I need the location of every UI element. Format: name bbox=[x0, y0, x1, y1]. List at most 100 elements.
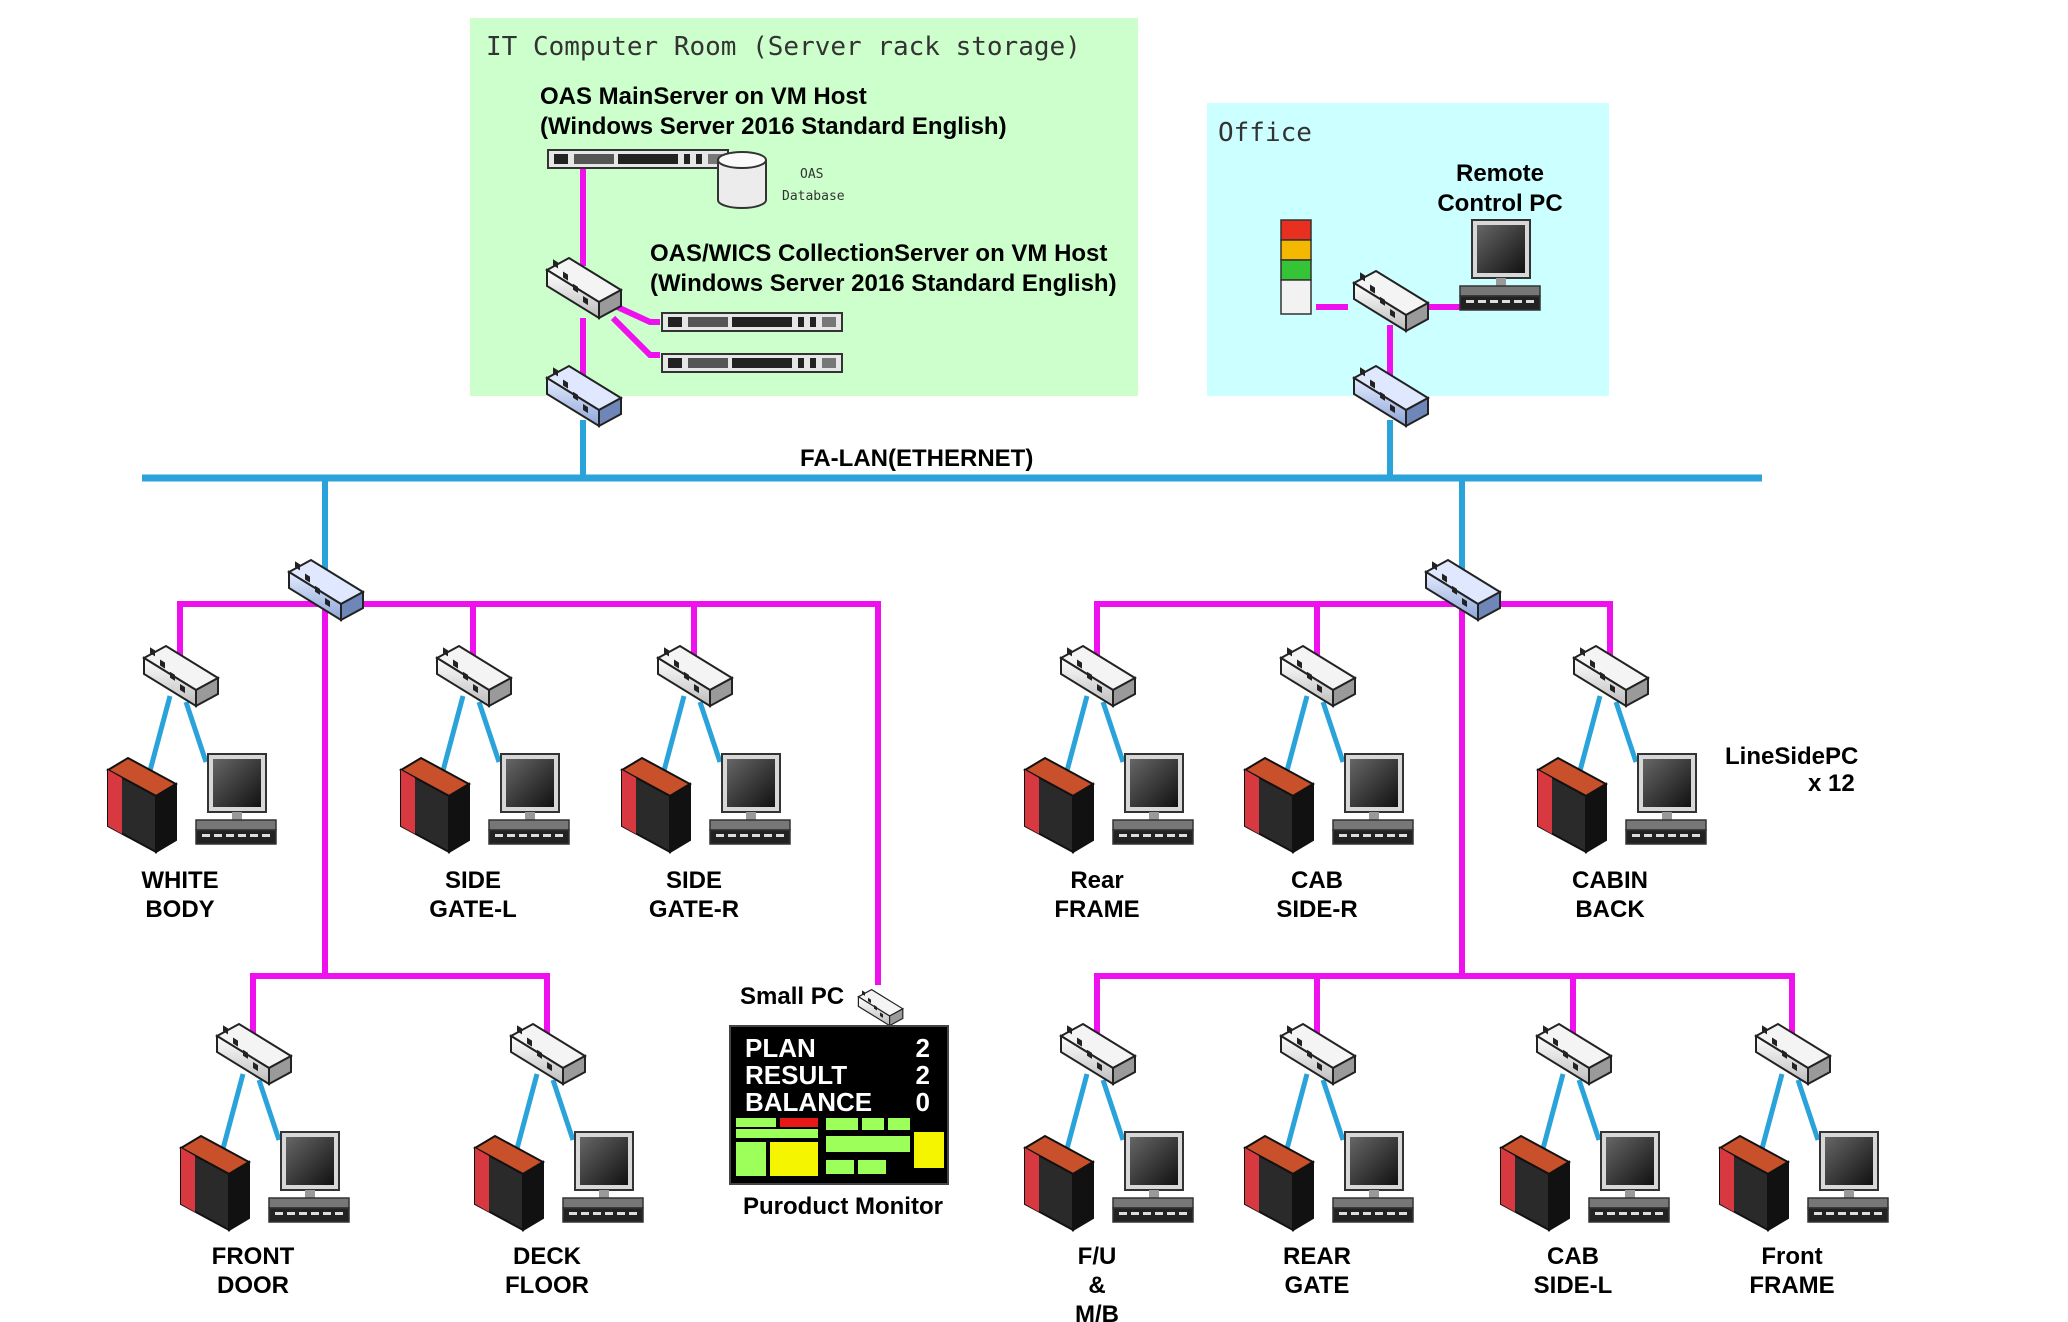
station-label: FRAME bbox=[1054, 896, 1139, 923]
tower-link bbox=[511, 1073, 540, 1161]
station-label: DECK bbox=[513, 1243, 582, 1270]
station-label: Rear bbox=[1070, 867, 1123, 894]
station-label: F/U bbox=[1078, 1243, 1117, 1270]
station-label: FLOOR bbox=[505, 1272, 589, 1299]
right-group-links bbox=[1094, 601, 1795, 1040]
signal-tower-icon bbox=[1280, 219, 1312, 315]
monitor-link bbox=[1576, 1079, 1602, 1141]
tower-link bbox=[1537, 1073, 1566, 1161]
station-label: SIDE bbox=[445, 867, 501, 894]
station-switch bbox=[1280, 1023, 1356, 1085]
station-switch bbox=[1536, 1023, 1612, 1085]
remote-control-pc-icon bbox=[1459, 219, 1541, 311]
tower-link bbox=[658, 695, 687, 783]
station-switch bbox=[216, 1023, 292, 1085]
linesidepc-tower-icon bbox=[1024, 1135, 1094, 1231]
tower-link bbox=[1281, 695, 1310, 783]
plan-value: 2 bbox=[916, 1033, 930, 1063]
result-value: 2 bbox=[916, 1060, 930, 1090]
linesidepc-tower-icon bbox=[400, 757, 470, 853]
station-label: REAR bbox=[1283, 1243, 1351, 1270]
monitor-link bbox=[1613, 701, 1639, 763]
fa-lan-label: FA-LAN(ETHERNET) bbox=[800, 445, 1033, 472]
linesidepc-monitor-icon bbox=[1112, 753, 1194, 845]
linesidepc-label-2: x 12 bbox=[1808, 770, 1855, 797]
main-server-title: OAS MainServer on VM Host bbox=[540, 83, 867, 110]
tower-link bbox=[1756, 1073, 1785, 1161]
main-server-rack bbox=[547, 149, 729, 169]
it-room-title: IT Computer Room (Server rack storage) bbox=[486, 32, 1081, 62]
station-switch bbox=[657, 645, 733, 707]
left-distribution-switch bbox=[288, 559, 364, 621]
station-switch bbox=[436, 645, 512, 707]
collection-server-rack-2 bbox=[661, 353, 843, 373]
linesidepc-monitor-icon bbox=[709, 753, 791, 845]
tower-link bbox=[1281, 1073, 1310, 1161]
monitor-link bbox=[1100, 701, 1126, 763]
product-monitor-caption: Puroduct Monitor bbox=[743, 1193, 943, 1220]
linesidepc-tower-icon bbox=[1244, 1135, 1314, 1231]
station-label: GATE bbox=[1285, 1272, 1350, 1299]
linesidepc-monitor-icon bbox=[488, 753, 570, 845]
collection-server-title: OAS/WICS CollectionServer on VM Host bbox=[650, 240, 1107, 267]
left-group-links bbox=[177, 601, 881, 1040]
linesidepc-tower-icon bbox=[474, 1135, 544, 1231]
station-label: CAB bbox=[1291, 867, 1343, 894]
station-label: Front bbox=[1761, 1243, 1822, 1270]
linesidepc-monitor-icon bbox=[1112, 1131, 1194, 1223]
monitor-link bbox=[476, 701, 502, 763]
linesidepc-monitor-icon bbox=[1625, 753, 1707, 845]
office-title: Office bbox=[1218, 118, 1312, 148]
linesidepc-tower-icon bbox=[621, 757, 691, 853]
linesidepc-monitor-icon bbox=[562, 1131, 644, 1223]
it-room-zone bbox=[470, 18, 1138, 396]
monitor-link bbox=[1795, 1079, 1821, 1141]
station-label: SIDE bbox=[666, 867, 722, 894]
collection-server-os: (Windows Server 2016 Standard English) bbox=[650, 270, 1117, 297]
tower-link bbox=[1061, 1073, 1090, 1161]
monitor-link bbox=[1320, 1079, 1346, 1141]
backbone-drops bbox=[322, 478, 1465, 580]
tower-link bbox=[1574, 695, 1603, 783]
station-switch bbox=[1060, 645, 1136, 707]
status-tiles bbox=[736, 1118, 944, 1176]
main-server-os: (Windows Server 2016 Standard English) bbox=[540, 113, 1007, 140]
station-label: CAB bbox=[1547, 1243, 1599, 1270]
result-label: RESULT bbox=[745, 1060, 847, 1090]
linesidepc-monitor-icon bbox=[268, 1131, 350, 1223]
collection-server-rack-1 bbox=[661, 312, 843, 332]
monitor-link bbox=[550, 1079, 576, 1141]
remote-pc-label-1: Remote bbox=[1456, 160, 1544, 187]
product-monitor: Small PC PLAN 2 RESULT 2 BALANCE 0 Purod… bbox=[729, 983, 949, 1220]
station-switch bbox=[143, 645, 219, 707]
monitor-link bbox=[1100, 1079, 1126, 1141]
station-switch bbox=[1755, 1023, 1831, 1085]
station-label: WHITE bbox=[141, 867, 218, 894]
station-switch bbox=[1060, 1023, 1136, 1085]
monitor-screen bbox=[729, 1025, 949, 1185]
monitor-link bbox=[697, 701, 723, 763]
monitor-link bbox=[1320, 701, 1346, 763]
station-label: SIDE-R bbox=[1276, 896, 1357, 923]
linesidepc-monitor-icon bbox=[1807, 1131, 1889, 1223]
remote-pc-label-2: Control PC bbox=[1437, 190, 1562, 217]
station-label: GATE-L bbox=[429, 896, 517, 923]
station-label: BACK bbox=[1575, 896, 1645, 923]
station-label: FRAME bbox=[1749, 1272, 1834, 1299]
station-switch bbox=[1573, 645, 1649, 707]
database-icon bbox=[717, 151, 767, 209]
small-pc-label: Small PC bbox=[740, 983, 844, 1010]
balance-label: BALANCE bbox=[745, 1087, 872, 1117]
small-pc-icon bbox=[857, 988, 904, 1027]
tower-link bbox=[144, 695, 173, 783]
station-label: SIDE-L bbox=[1534, 1272, 1613, 1299]
linesidepc-monitor-icon bbox=[195, 753, 277, 845]
station-switch bbox=[1280, 645, 1356, 707]
station-label: & bbox=[1088, 1272, 1105, 1299]
station-switch bbox=[510, 1023, 586, 1085]
office-zone bbox=[1207, 103, 1609, 396]
tower-link bbox=[1061, 695, 1090, 783]
linesidepc-tower-icon bbox=[1024, 757, 1094, 853]
linesidepc-tower-icon bbox=[107, 757, 177, 853]
